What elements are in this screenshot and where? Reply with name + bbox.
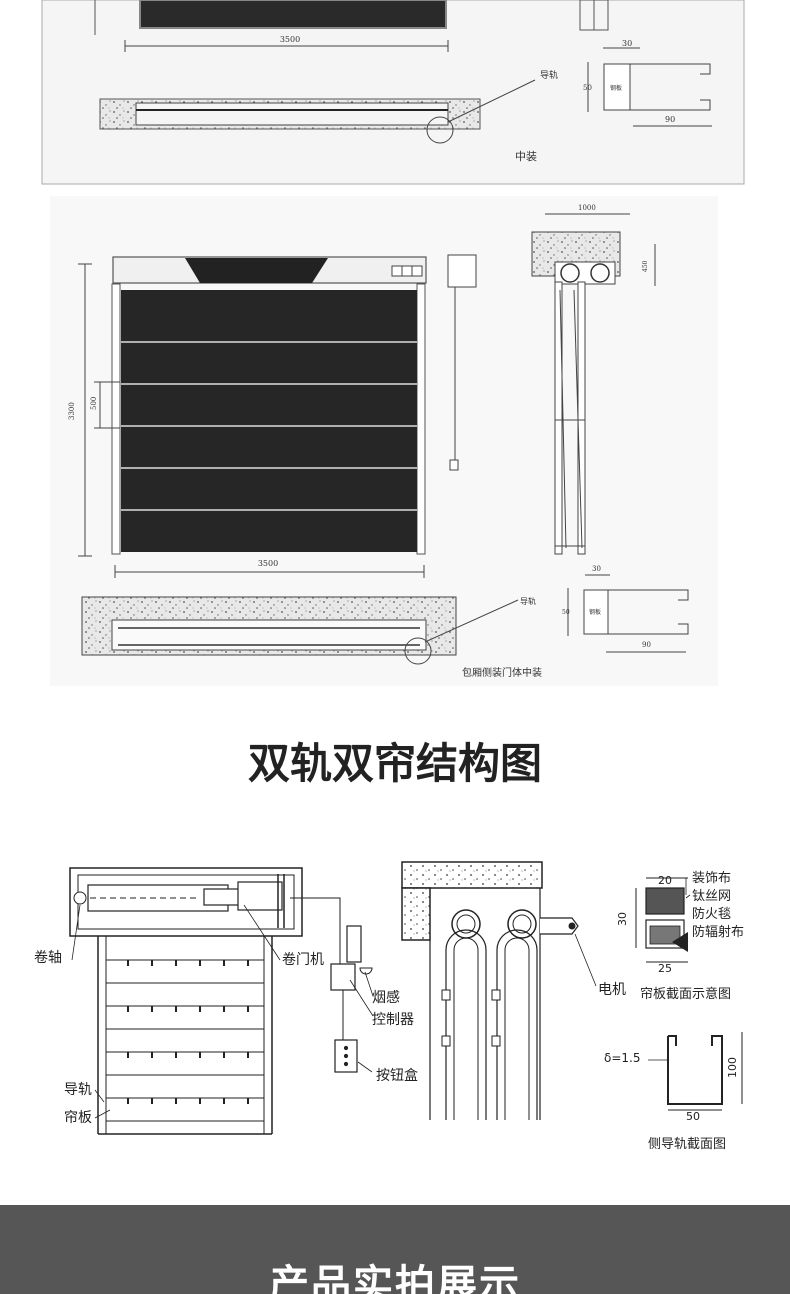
top-caption: 中装 xyxy=(515,150,537,163)
banner-title: 产品实拍展示 xyxy=(269,1262,521,1294)
top-profile-inner: 钢板 xyxy=(610,84,622,92)
middle-height-dimension: 3300 xyxy=(68,402,76,420)
dim-panel-25: 25 xyxy=(658,962,672,975)
label-smoke-sensor: 烟感 xyxy=(372,989,400,1006)
middle-box-dimension: 1000 xyxy=(578,204,596,212)
middle-width-dimension: 3500 xyxy=(258,559,278,568)
middle-slat-dimension: 500 xyxy=(90,397,98,410)
middle-installation-drawing: 3300 500 3500 1000 450 xyxy=(50,196,718,686)
label-curtain-panel: 帘板 xyxy=(64,1110,92,1126)
rail-section-caption: 侧导轨截面图 xyxy=(648,1137,726,1152)
structure-diagram xyxy=(69,861,743,1135)
label-layer-decor: 装饰布 xyxy=(692,871,731,886)
dim-panel-30: 30 xyxy=(616,912,629,926)
top-installation-drawing: 3500 导轨 30 钢板 50 90 中装 xyxy=(41,0,745,185)
dim-rail-100: 100 xyxy=(726,1057,739,1078)
product-photo-banner: 产品实拍展示 xyxy=(0,1205,790,1294)
dim-panel-20: 20 xyxy=(658,874,672,887)
middle-caption: 包厢侧装门体中装 xyxy=(462,666,542,679)
top-profile-height: 50 xyxy=(583,84,592,92)
label-motor: 电机 xyxy=(598,982,626,998)
structure-diagram-labels: 卷轴 卷门机 烟感 控制器 按钮盒 导轨 帘板 电机 装饰布 钛丝网 防火毯 防… xyxy=(34,871,744,1152)
top-rail-label: 导轨 xyxy=(540,69,558,81)
label-controller: 控制器 xyxy=(372,1012,414,1028)
middle-profile-width: 30 xyxy=(592,565,601,573)
middle-profile-height: 50 xyxy=(562,609,570,616)
section-title: 双轨双帘结构图 xyxy=(248,739,542,788)
label-reel-axis: 卷轴 xyxy=(34,950,62,966)
top-profile-width: 30 xyxy=(622,39,632,48)
label-layer-radiation: 防辐射布 xyxy=(692,924,744,940)
middle-rail-label: 导轨 xyxy=(520,596,536,606)
dim-rail-50: 50 xyxy=(686,1110,700,1123)
middle-profile-inner: 钢板 xyxy=(589,608,601,616)
label-layer-fireproof: 防火毯 xyxy=(692,906,731,922)
top-width-dimension: 3500 xyxy=(280,35,300,44)
label-layer-titanium: 钛丝网 xyxy=(692,889,731,904)
middle-profile-depth: 90 xyxy=(642,641,651,649)
top-profile-depth: 90 xyxy=(665,115,675,124)
label-button-box: 按钮盒 xyxy=(376,1067,418,1084)
label-guide-rail: 导轨 xyxy=(64,1082,92,1098)
rail-thickness-label: δ=1.5 xyxy=(604,1051,640,1065)
middle-box-height: 450 xyxy=(642,260,649,272)
panel-section-caption: 帘板截面示意图 xyxy=(640,986,731,1002)
label-door-motor: 卷门机 xyxy=(282,952,324,968)
